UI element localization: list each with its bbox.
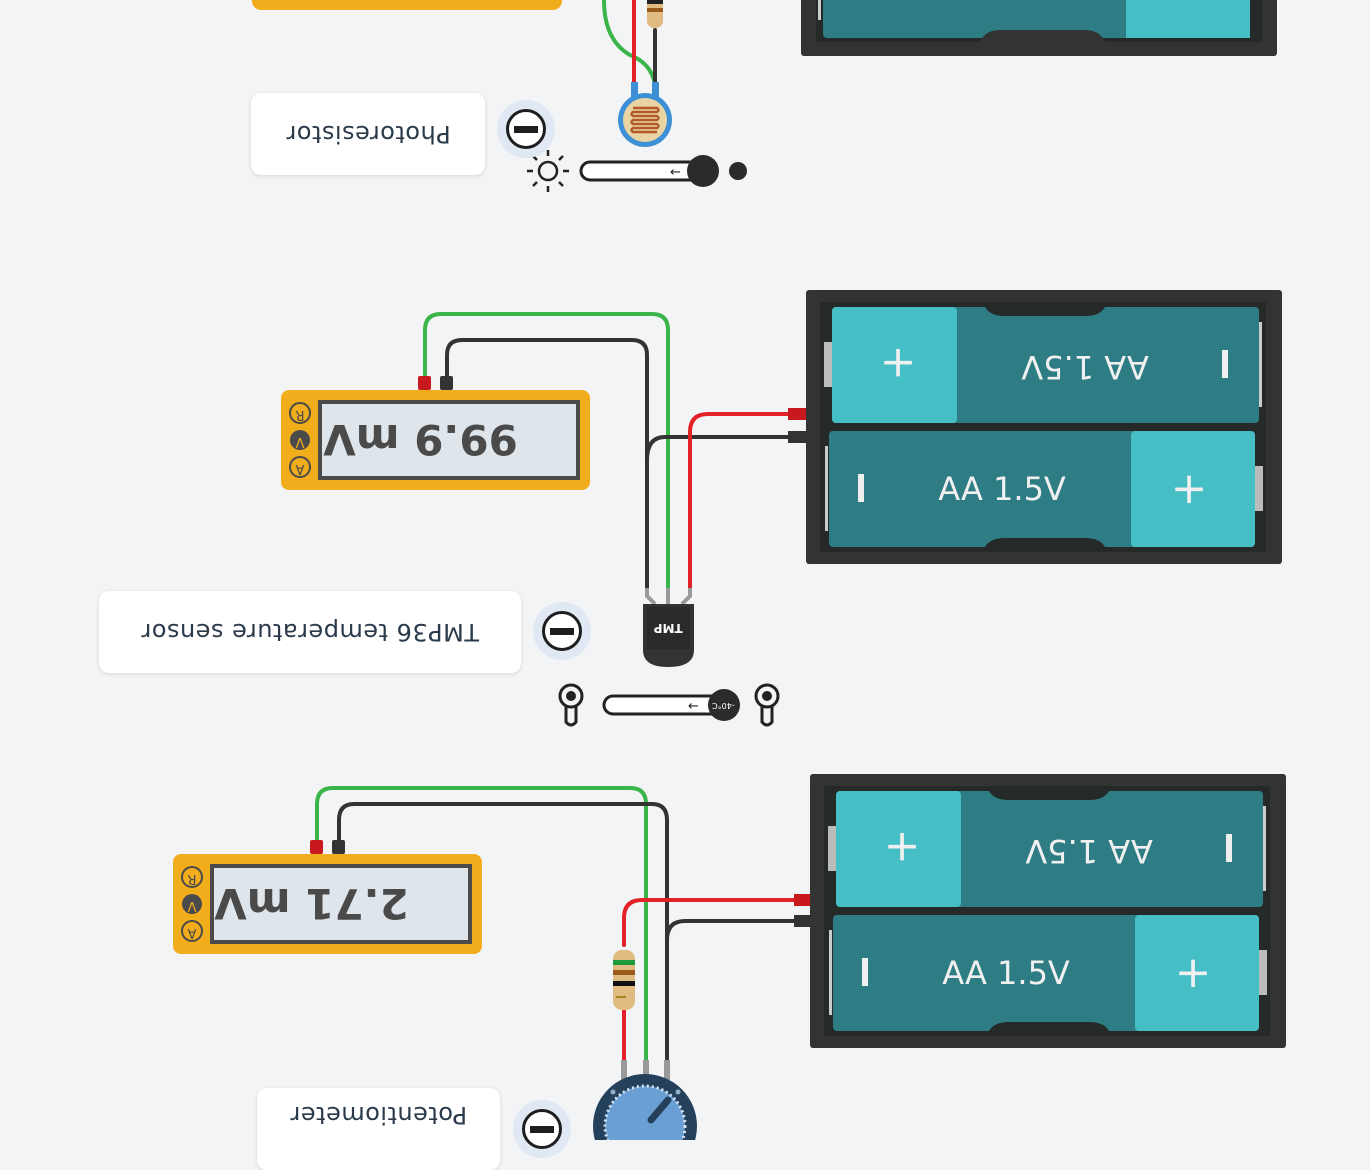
wires-bottom: [315, 786, 802, 1064]
probe-red[interactable]: [418, 376, 431, 390]
remove-photoresistor-button[interactable]: [497, 100, 555, 158]
photoresistor-sensor[interactable]: [618, 82, 672, 147]
svg-text:+: +: [884, 822, 921, 873]
minus-icon: [542, 611, 582, 651]
component-label: TMP36 temperature sensor: [140, 618, 480, 646]
wires-middle: [423, 312, 797, 592]
multimeter-top-partial[interactable]: [252, 0, 562, 10]
mode-a[interactable]: A: [289, 456, 311, 478]
minus-icon: [522, 1109, 562, 1149]
thermometer-icon: [754, 683, 780, 727]
thermometer-icon: [558, 683, 584, 727]
mode-v[interactable]: V: [290, 430, 310, 450]
svg-text:A: A: [296, 461, 305, 476]
slider-arrow: ←: [670, 165, 681, 180]
multimeter-bottom[interactable]: 2.71 mV R V A: [173, 840, 482, 954]
resistor-bottom: [613, 950, 635, 1010]
potentiometer-knob[interactable]: [593, 1060, 697, 1140]
battery-holder-top-partial[interactable]: [801, 0, 1277, 56]
svg-text:+: +: [880, 338, 917, 389]
svg-text:+: +: [1175, 947, 1212, 998]
battery-cell-upper: + AA 1.5V: [824, 307, 1262, 423]
multimeter-reading: 2.71 mV: [214, 879, 409, 928]
circuit-canvas: ← 99.9 mV R V A + AA 1.5V: [173, 0, 1286, 1140]
probe-black[interactable]: [440, 376, 453, 390]
dot-icon: [729, 162, 747, 180]
svg-text:+: +: [1171, 463, 1208, 514]
battery-cell-lower: AA 1.5V +: [825, 431, 1263, 547]
svg-text:R: R: [295, 407, 304, 422]
svg-text:R: R: [187, 871, 196, 886]
svg-text:AA 1.5V: AA 1.5V: [942, 954, 1070, 992]
svg-text:AA 1.5V: AA 1.5V: [1021, 348, 1149, 386]
slider-thumb[interactable]: [687, 155, 719, 187]
minus-icon: [506, 109, 546, 149]
multimeter-middle[interactable]: 99.9 mV R V A: [281, 376, 590, 490]
svg-text:V: V: [296, 434, 305, 449]
battery-cell-lower: AA 1.5V +: [829, 915, 1267, 1031]
probe-red[interactable]: [310, 840, 323, 854]
sun-icon: [527, 150, 569, 192]
battery-holder-bottom[interactable]: + AA 1.5V AA 1.5V +: [794, 774, 1286, 1048]
sensor-label: TMP: [654, 621, 683, 635]
label-card-potentiometer: Potentiometer: [257, 1088, 500, 1170]
mode-r[interactable]: R: [289, 402, 311, 424]
resistor-top: [647, 0, 663, 28]
mode-a[interactable]: A: [181, 920, 203, 942]
svg-text:AA 1.5V: AA 1.5V: [938, 470, 1066, 508]
temperature-slider[interactable]: ← -40°C: [558, 683, 780, 727]
svg-text:V: V: [188, 898, 197, 913]
label-card-tmp36: TMP36 temperature sensor: [99, 591, 521, 673]
battery-holder-middle[interactable]: + AA 1.5V AA 1.5V +: [788, 290, 1282, 564]
svg-text:←: ←: [688, 699, 699, 714]
battery-cell-upper: + AA 1.5V: [828, 791, 1266, 907]
temperature-value: -40°C: [712, 701, 735, 710]
component-label: Photoresistor: [285, 120, 451, 148]
label-card-photoresistor: Photoresistor: [251, 93, 485, 175]
tmp36-sensor[interactable]: TMP: [643, 588, 694, 667]
remove-potentiometer-button[interactable]: [513, 1100, 571, 1158]
svg-text:AA 1.5V: AA 1.5V: [1025, 832, 1153, 870]
component-label: Potentiometer: [289, 1101, 468, 1129]
mode-r[interactable]: R: [181, 866, 203, 888]
mode-v[interactable]: V: [182, 894, 202, 914]
svg-text:A: A: [188, 925, 197, 940]
light-slider[interactable]: ←: [527, 150, 747, 192]
remove-tmp36-button[interactable]: [533, 602, 591, 660]
probe-black[interactable]: [332, 840, 345, 854]
slider-thumb[interactable]: [708, 689, 740, 721]
multimeter-reading: 99.9 mV: [323, 415, 518, 464]
